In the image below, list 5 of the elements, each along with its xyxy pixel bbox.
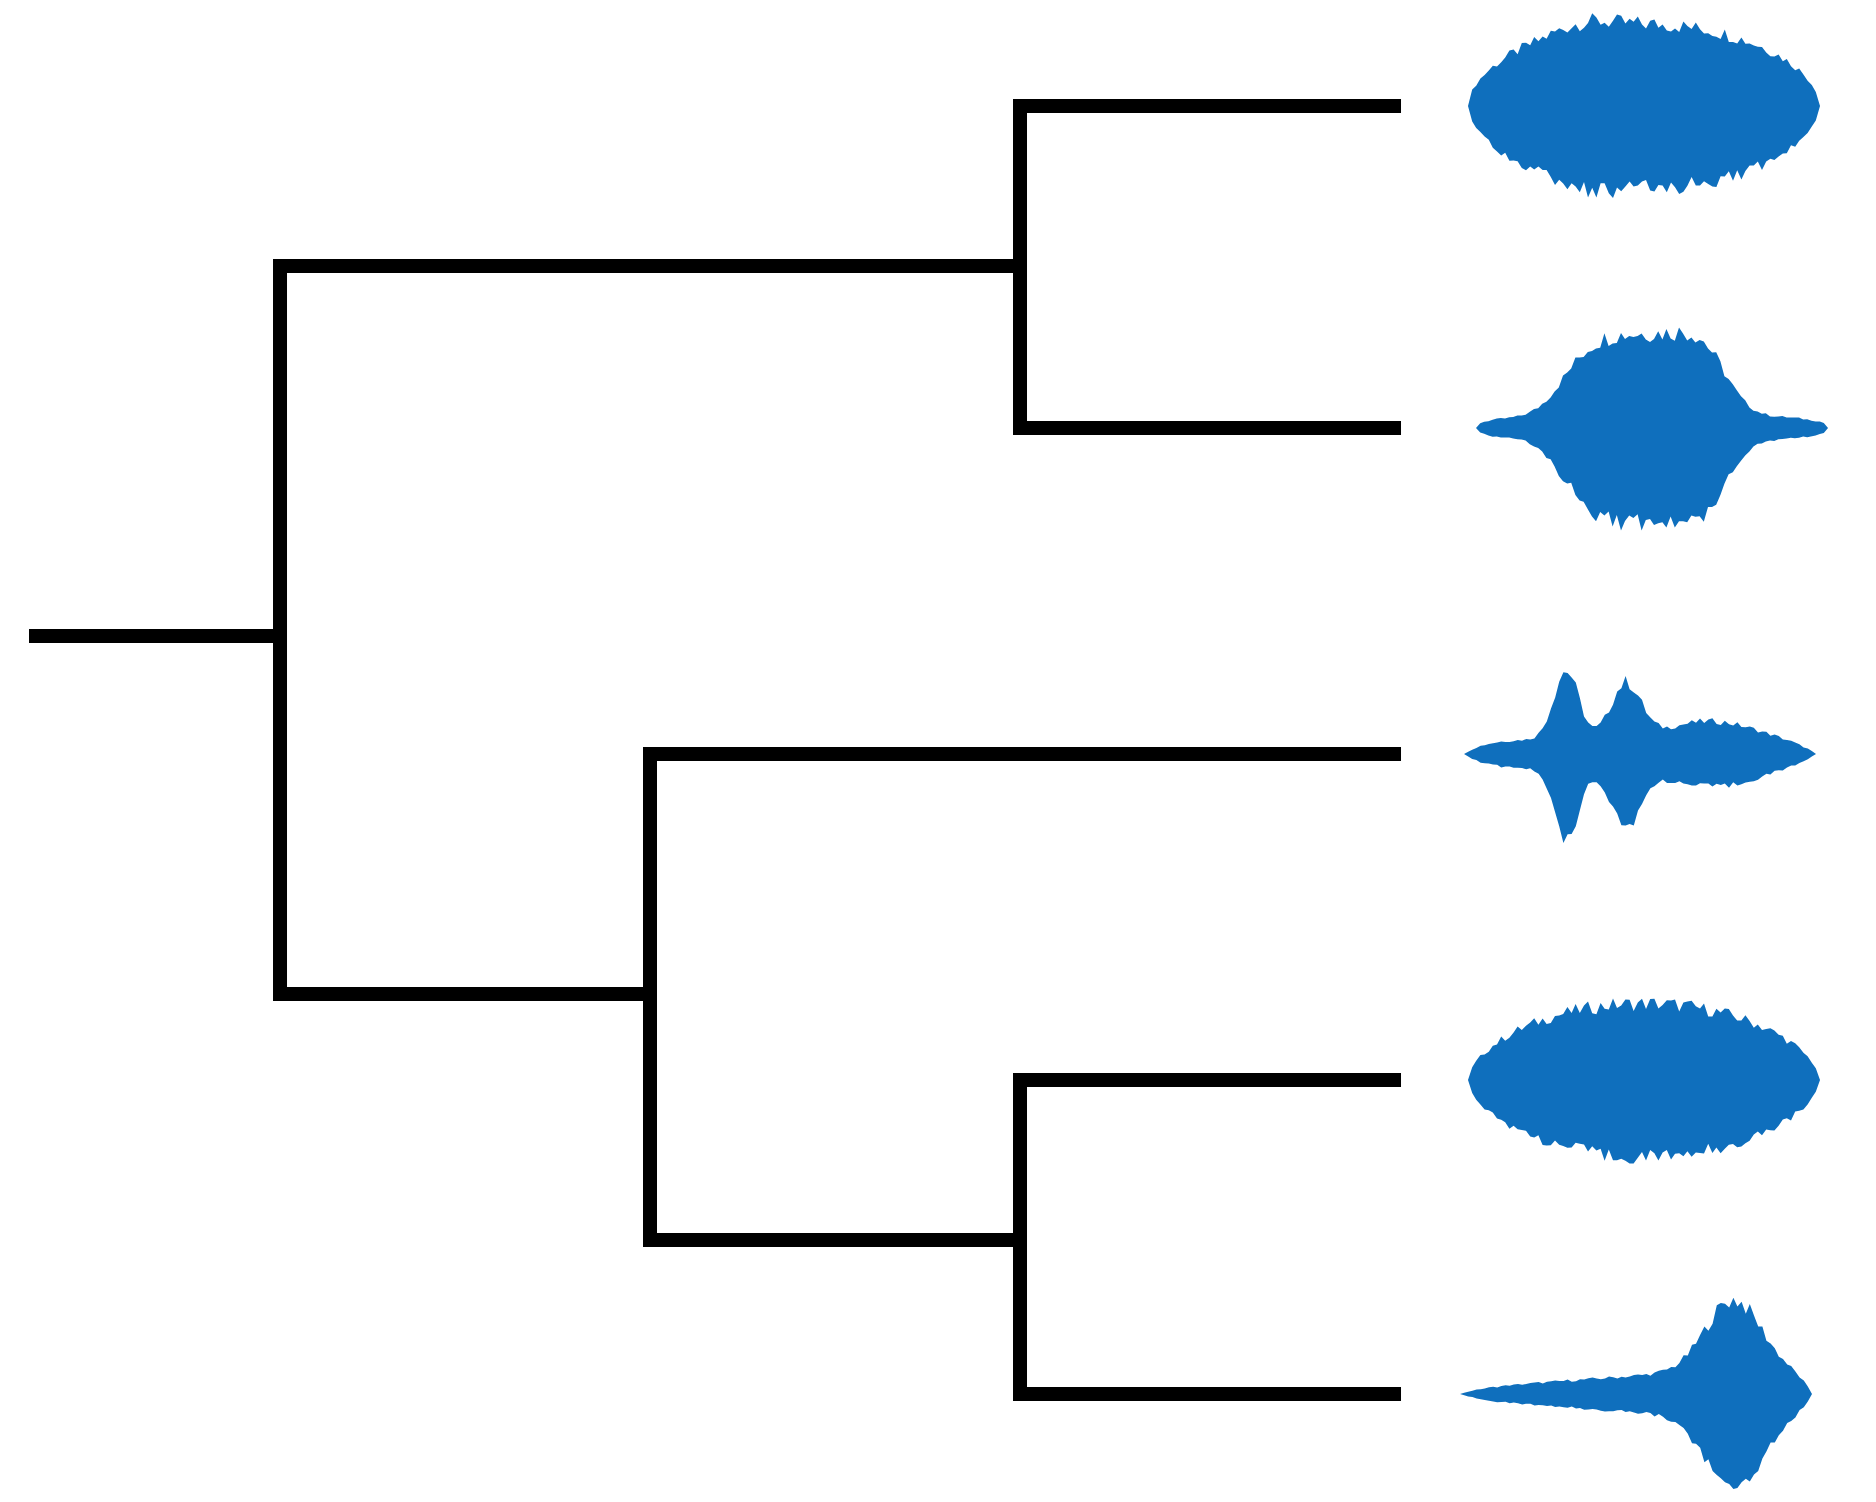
waveform — [1468, 998, 1820, 1164]
waveform — [1460, 1297, 1812, 1489]
waveform — [1464, 672, 1816, 843]
waveform — [1476, 327, 1828, 531]
waveform — [1468, 13, 1820, 198]
